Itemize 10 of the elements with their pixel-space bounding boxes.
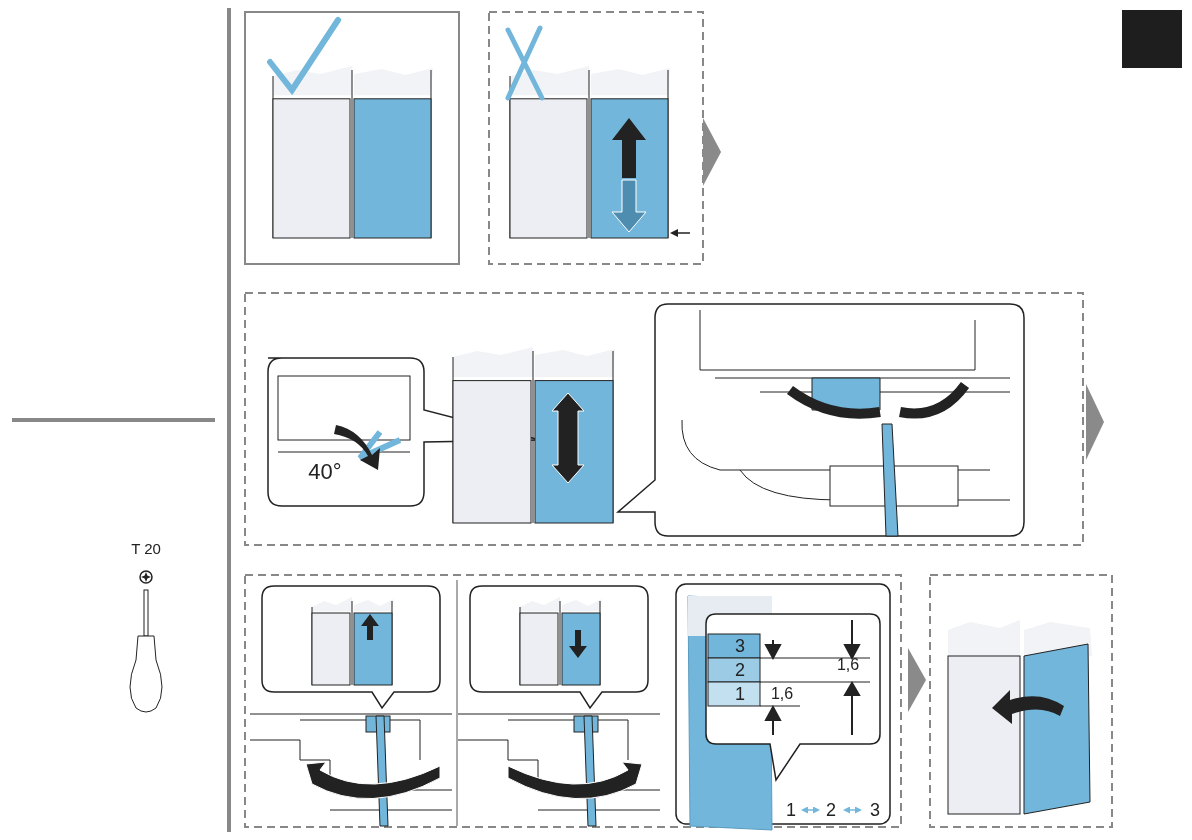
step-number: 2 — [826, 801, 836, 819]
tool-size-label: T 20 — [131, 540, 161, 556]
angle-label: 40° — [308, 461, 342, 483]
step-number: 1 — [735, 685, 745, 703]
dimension-value: 1,6 — [836, 657, 860, 673]
step-number: 3 — [870, 801, 880, 819]
step-number: 3 — [735, 637, 745, 655]
step-number: 1 — [786, 801, 796, 819]
dimension-value: 1,6 — [770, 686, 794, 702]
step-number: 2 — [735, 661, 745, 679]
